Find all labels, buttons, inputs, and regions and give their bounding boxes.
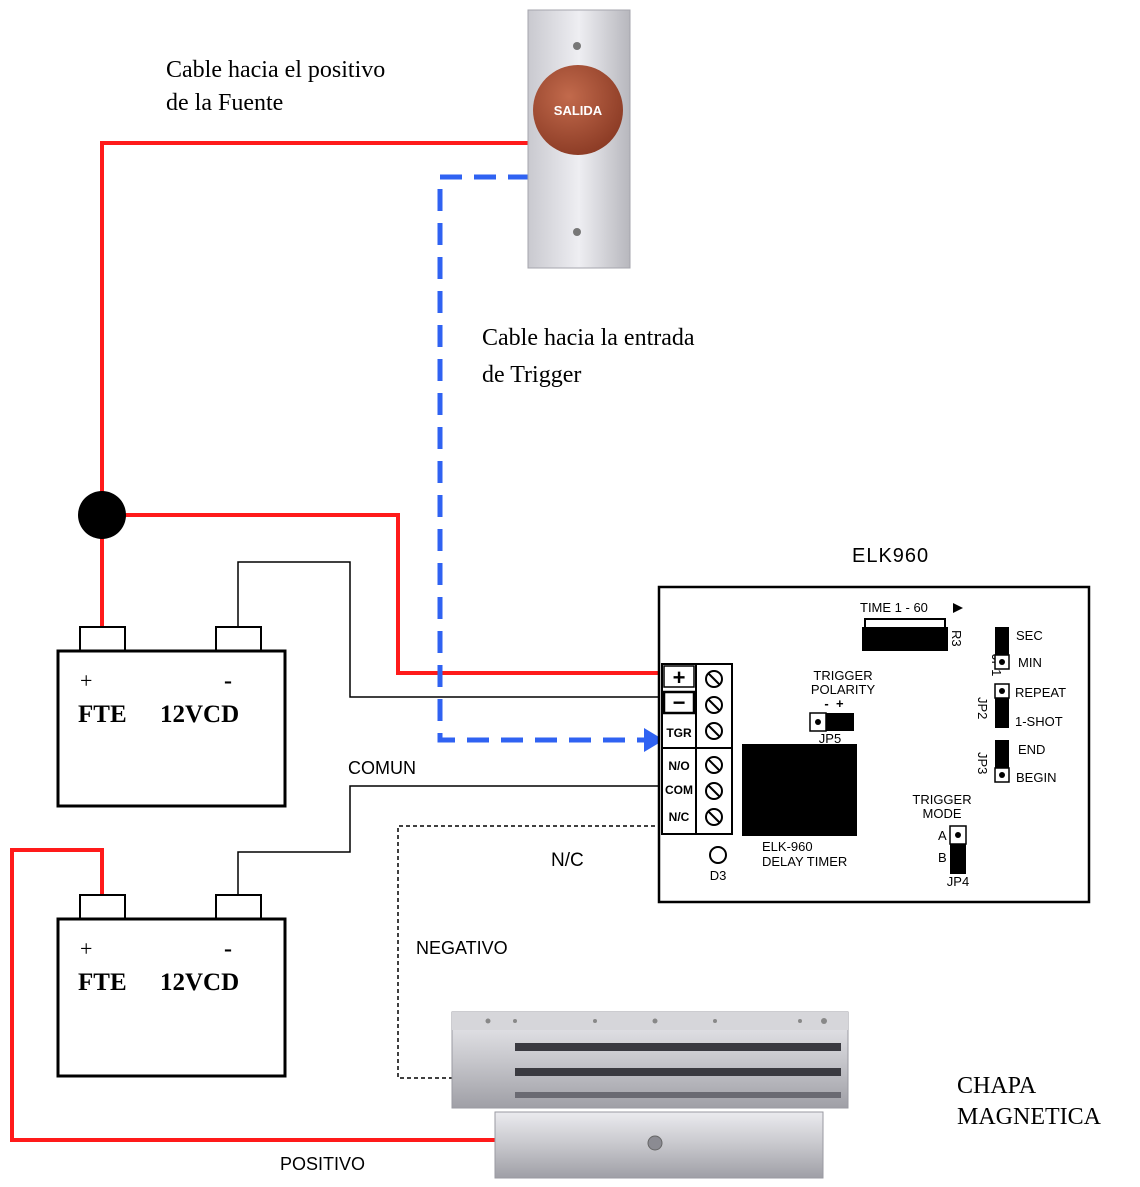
screw-icon	[647, 1135, 663, 1151]
board-title: ELK960	[852, 545, 929, 567]
salida-label: SALIDA	[554, 103, 603, 118]
r3-label: R3	[949, 630, 964, 647]
lock-armature-plate	[494, 1111, 824, 1179]
salida-button-face[interactable]	[533, 65, 623, 155]
battery-body	[56, 649, 287, 808]
term-no-label: N/O	[668, 759, 689, 773]
term-plus-label: +	[673, 665, 686, 690]
negativo-label: NEGATIVO	[416, 938, 508, 958]
battery-bottom: + - FTE 12VCD	[56, 894, 287, 1078]
wire-button-to-fuente	[100, 141, 530, 627]
time-label: TIME 1 - 60	[860, 600, 928, 615]
led-d3	[709, 846, 727, 864]
jp2-label: JP2	[975, 697, 990, 719]
battery-name: FTE	[78, 969, 127, 996]
screw-icon	[573, 42, 581, 50]
lock-top-rail	[452, 1012, 848, 1030]
wire-battery1-negative	[237, 561, 662, 698]
jp3-label: JP3	[975, 752, 990, 774]
comun-label: COMUN	[348, 758, 416, 778]
time-potentiometer-body	[862, 627, 948, 651]
exit-button[interactable]: SALIDA	[527, 9, 631, 269]
term-com-label: COM	[665, 783, 693, 797]
battery-plus-label: +	[80, 936, 92, 961]
jp3-end-label: END	[1018, 742, 1045, 757]
jp2-jumper[interactable]	[995, 698, 1009, 728]
battery-minus-label: -	[224, 668, 232, 694]
screw-icon	[573, 228, 581, 236]
trigger-arrow-icon	[644, 728, 664, 752]
model-desc-label: DELAY TIMER	[762, 854, 847, 869]
wire-comun	[237, 785, 662, 895]
term-plus-box	[663, 665, 695, 688]
jp2-oneshot-label: 1-SHOT	[1015, 714, 1063, 729]
positivo-label: POSITIVO	[280, 1154, 365, 1174]
jp4-label: JP4	[947, 874, 969, 889]
jp2-repeat-label: REPEAT	[1015, 685, 1066, 700]
battery-terminal-negative	[215, 894, 262, 920]
elk960-board: ELK960 + − TGR N/O COM N/C TIM	[657, 545, 1091, 904]
jp1-jumper[interactable]	[995, 627, 1009, 655]
jp1-sec-label: SEC	[1016, 628, 1043, 643]
junction-node	[78, 491, 126, 539]
chapa-label-2: MAGNETICA	[957, 1104, 1102, 1130]
cable-fuente-label-2: de la Fuente	[166, 90, 283, 116]
jp3-jumper[interactable]	[995, 740, 1009, 768]
battery-terminal-positive	[79, 626, 126, 652]
jp3-begin-label: BEGIN	[1016, 770, 1056, 785]
term-nc-label: N/C	[669, 810, 690, 824]
wire-node-to-plus-terminal	[102, 513, 662, 675]
terminal-screw-icons	[705, 670, 723, 826]
black-wires	[237, 561, 662, 1079]
d3-label: D3	[710, 868, 727, 883]
jp5-jumper[interactable]	[826, 713, 854, 731]
magnetic-lock	[451, 1011, 849, 1179]
jp1-min-label: MIN	[1018, 655, 1042, 670]
terminal-block: + − TGR N/O COM N/C	[661, 663, 733, 835]
term-minus-box	[662, 690, 696, 715]
battery-terminal-negative	[215, 626, 262, 652]
battery-voltage: 12VCD	[160, 701, 239, 728]
timer-chip	[742, 744, 857, 836]
cable-trigger-label-2: de Trigger	[482, 362, 581, 388]
jp5-label: JP5	[819, 731, 841, 746]
trigger-mode-label-1: TRIGGER	[912, 792, 971, 807]
battery-plus-label: +	[80, 668, 92, 693]
wire-battery2-to-lock	[10, 848, 515, 1142]
positive-wires	[10, 141, 662, 1142]
trigger-polarity-label-1: TRIGGER	[813, 668, 872, 683]
battery-voltage: 12VCD	[160, 969, 239, 996]
mode-b-label: B	[938, 850, 947, 865]
term-minus-label: −	[673, 690, 686, 715]
trigger-mode-label-2: MODE	[923, 806, 962, 821]
battery-body	[56, 917, 287, 1078]
cable-fuente-label-1: Cable hacia el positivo	[166, 57, 385, 83]
cable-trigger-label-1: Cable hacia la entrada	[482, 325, 695, 351]
arrow-right-icon	[953, 603, 963, 613]
battery-name: FTE	[78, 701, 127, 728]
jp4-jumper[interactable]	[950, 844, 966, 874]
trigger-wire	[437, 174, 648, 743]
trigger-polarity-label-2: POLARITY	[811, 682, 876, 697]
nc-label: N/C	[551, 850, 584, 871]
term-tgr-label: TGR	[666, 726, 692, 740]
battery-top: + - FTE 12VCD	[56, 626, 287, 808]
chapa-label-1: CHAPA	[957, 1073, 1037, 1099]
battery-minus-label: -	[224, 936, 232, 962]
mode-a-label: A	[938, 828, 947, 843]
battery-terminal-positive	[79, 894, 126, 920]
polarity-signs: - +	[824, 696, 844, 711]
model-label: ELK-960	[762, 839, 813, 854]
